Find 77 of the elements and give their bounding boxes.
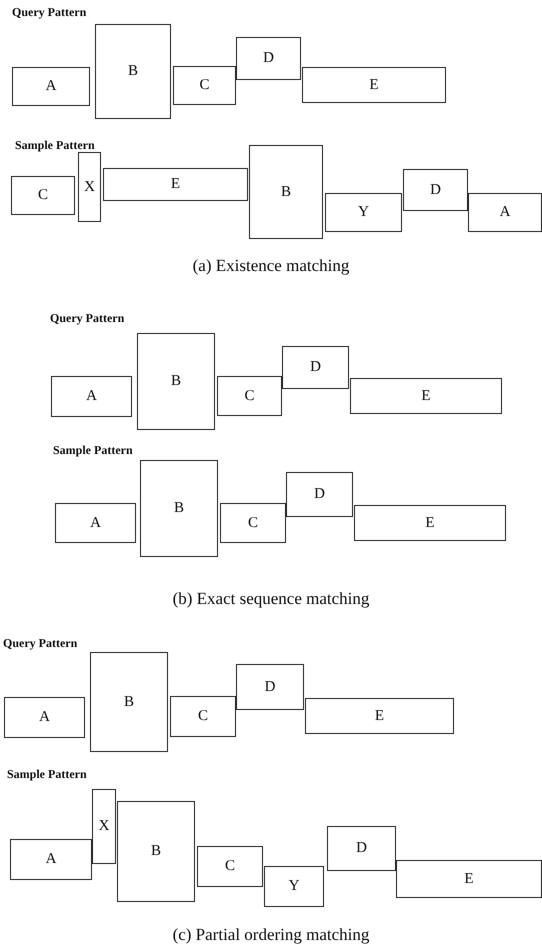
panel-caption: (b) Exact sequence matching: [172, 589, 370, 609]
pattern-segment-box: [264, 866, 324, 907]
pattern-segment-box: [4, 697, 85, 738]
segment-letter: A: [46, 851, 56, 868]
segment-letter: E: [170, 176, 180, 193]
pattern-segment-box: [325, 193, 402, 232]
segment-letter: C: [199, 77, 210, 94]
panel-caption: (a) Existence matching: [192, 256, 350, 276]
pattern-segment-box: [302, 67, 446, 103]
pattern-label: Query Pattern: [3, 636, 78, 651]
segment-letter: Y: [358, 204, 369, 221]
segment-letter: C: [38, 187, 48, 204]
pattern-segment-box: [286, 472, 353, 517]
pattern-segment-box: [137, 333, 215, 430]
segment-letter: D: [356, 840, 367, 857]
pattern-label: Query Pattern: [12, 5, 86, 20]
pattern-segment-box: [396, 860, 542, 898]
pattern-segment-box: [140, 460, 218, 557]
pattern-label: Sample Pattern: [53, 443, 133, 458]
pattern-segment-box: [92, 789, 116, 864]
segment-letter: D: [314, 486, 325, 503]
pattern-segment-box: [236, 664, 304, 710]
pattern-segment-box: [117, 801, 195, 902]
pattern-segment-box: [249, 145, 323, 239]
pattern-label: Query Pattern: [50, 311, 124, 326]
segment-letter: E: [464, 870, 474, 888]
pattern-segment-box: [12, 67, 90, 106]
segment-letter: X: [84, 178, 95, 196]
segment-letter: A: [90, 514, 101, 532]
pattern-segment-box: [350, 378, 502, 414]
segment-letter: E: [425, 514, 435, 532]
pattern-segment-box: [217, 376, 282, 416]
segment-letter: C: [198, 708, 208, 725]
pattern-segment-box: [327, 826, 396, 871]
pattern-segment-box: [10, 839, 92, 880]
pattern-segment-box: [78, 152, 101, 222]
segment-letter: C: [248, 514, 258, 532]
panel-caption: (c) Partial ordering matching: [172, 925, 370, 945]
segment-letter: Y: [288, 878, 300, 895]
pattern-segment-box: [282, 346, 349, 389]
segment-letter: C: [244, 388, 254, 404]
segment-letter: B: [124, 694, 134, 710]
segment-letter: B: [280, 184, 291, 200]
segment-letter: B: [150, 843, 161, 860]
segment-letter: D: [264, 678, 276, 696]
pattern-segment-box: [173, 66, 236, 105]
pattern-segment-box: [403, 169, 468, 211]
segment-letter: A: [46, 78, 56, 95]
segment-letter: D: [430, 182, 441, 198]
segment-letter: X: [98, 818, 110, 835]
pattern-segment-box: [305, 698, 454, 734]
pattern-segment-box: [103, 168, 248, 201]
pattern-segment-box: [220, 503, 286, 543]
segment-letter: A: [39, 709, 50, 726]
pattern-segment-box: [468, 193, 542, 232]
segment-letter: B: [174, 500, 184, 517]
pattern-segment-box: [90, 652, 168, 752]
pattern-segment-box: [51, 376, 132, 417]
segment-letter: A: [500, 204, 510, 221]
segment-letter: B: [170, 373, 181, 390]
pattern-segment-box: [197, 846, 263, 887]
segment-letter: E: [421, 388, 431, 404]
pattern-segment-box: [95, 24, 171, 119]
segment-letter: B: [128, 63, 138, 80]
segment-letter: C: [224, 858, 235, 875]
pattern-segment-box: [354, 505, 506, 541]
pattern-segment-box: [236, 37, 301, 80]
segment-letter: A: [86, 388, 97, 405]
pattern-label: Sample Pattern: [7, 767, 87, 782]
pattern-segment-box: [170, 696, 236, 737]
segment-letter: E: [374, 708, 384, 724]
segment-letter: D: [263, 50, 274, 67]
segment-letter: D: [310, 359, 321, 376]
segment-letter: E: [369, 76, 379, 94]
pattern-segment-box: [55, 503, 136, 543]
pattern-label: Sample Pattern: [15, 138, 95, 153]
pattern-segment-box: [11, 176, 75, 215]
